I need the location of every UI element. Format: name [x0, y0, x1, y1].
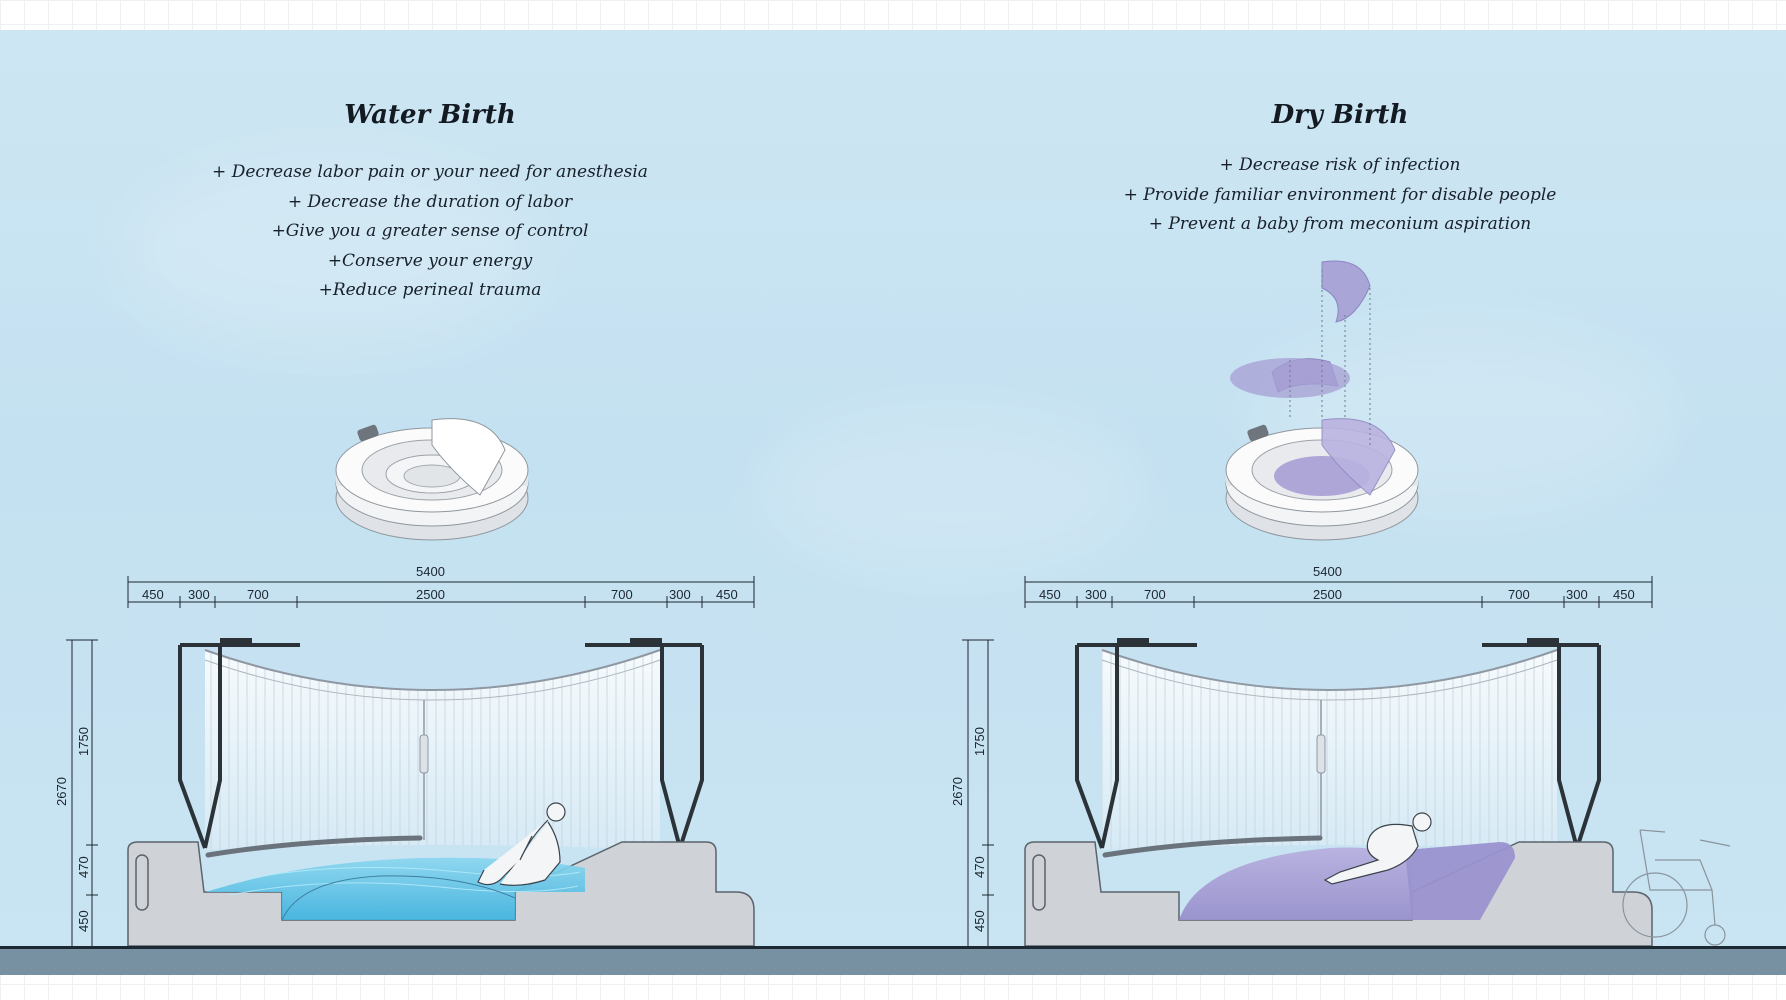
mother-figure — [477, 802, 566, 886]
dimension-segment: 700 — [611, 587, 633, 602]
wash-blot — [760, 410, 1140, 570]
benefit-item: + Provide familiar environment for disab… — [1123, 184, 1557, 205]
dry-birth-title: Dry Birth — [1271, 100, 1409, 130]
dimension-segment: 300 — [188, 587, 210, 602]
dry-birth-section — [1024, 638, 1731, 947]
water-birth-benefits: + Decrease labor pain or your need for a… — [180, 158, 680, 306]
benefit-item: + Prevent a baby from meconium aspiratio… — [1148, 214, 1532, 234]
dimension-segment: 2500 — [1313, 587, 1342, 602]
dimension-segment: 450 — [1613, 587, 1635, 602]
cushion-piece — [1321, 260, 1371, 323]
dimension-segment: 450 — [142, 587, 164, 602]
wash-blot — [120, 150, 540, 350]
benefit-item: +Give you a greater sense of control — [271, 221, 589, 241]
dimension-segment: 450 — [716, 587, 738, 602]
benefit-item: +Conserve your energy — [327, 250, 533, 271]
height-total: 2670 — [950, 777, 965, 806]
dimension-segment: 300 — [669, 587, 691, 602]
wheelchair-sketch — [1622, 829, 1731, 946]
benefit-item: + Decrease labor pain or your need for a… — [212, 162, 648, 182]
height-total: 2670 — [54, 777, 69, 806]
water-pool-model — [335, 418, 529, 541]
water-birth-section — [127, 638, 755, 947]
dimension-segment: 700 — [1508, 587, 1530, 602]
benefit-item: +Reduce perineal trauma — [318, 280, 542, 300]
dimension-segment: 450 — [1039, 587, 1061, 602]
dimension-total: 5400 — [416, 564, 445, 579]
benefit-item: + Decrease risk of infection — [1219, 155, 1461, 175]
height-segment: 470 — [972, 856, 987, 878]
dry-dimension-lines — [962, 576, 1653, 946]
height-segment: 470 — [76, 856, 91, 878]
water-dimension-lines — [66, 576, 755, 946]
dry-pool-model — [1225, 260, 1419, 541]
dry-cushion — [1179, 847, 1412, 920]
dry-cushion — [1405, 842, 1515, 920]
height-segment: 450 — [76, 910, 91, 932]
dimension-total: 5400 — [1313, 564, 1342, 579]
dimension-segment: 2500 — [416, 587, 445, 602]
dimension-segment: 300 — [1566, 587, 1588, 602]
height-segment: 450 — [972, 910, 987, 932]
dimension-segment: 300 — [1085, 587, 1107, 602]
dimension-segment: 700 — [1144, 587, 1166, 602]
height-segment: 1750 — [972, 727, 987, 756]
cushion-piece — [1230, 358, 1350, 398]
height-segment: 1750 — [76, 727, 91, 756]
benefit-item: + Decrease the duration of labor — [287, 191, 573, 212]
water-birth-title: Water Birth — [344, 100, 516, 130]
ground-line — [0, 946, 1786, 975]
dry-birth-benefits: + Decrease risk of infection + Provide f… — [1080, 151, 1600, 240]
mother-figure — [1323, 812, 1432, 885]
dimension-segment: 700 — [247, 587, 269, 602]
